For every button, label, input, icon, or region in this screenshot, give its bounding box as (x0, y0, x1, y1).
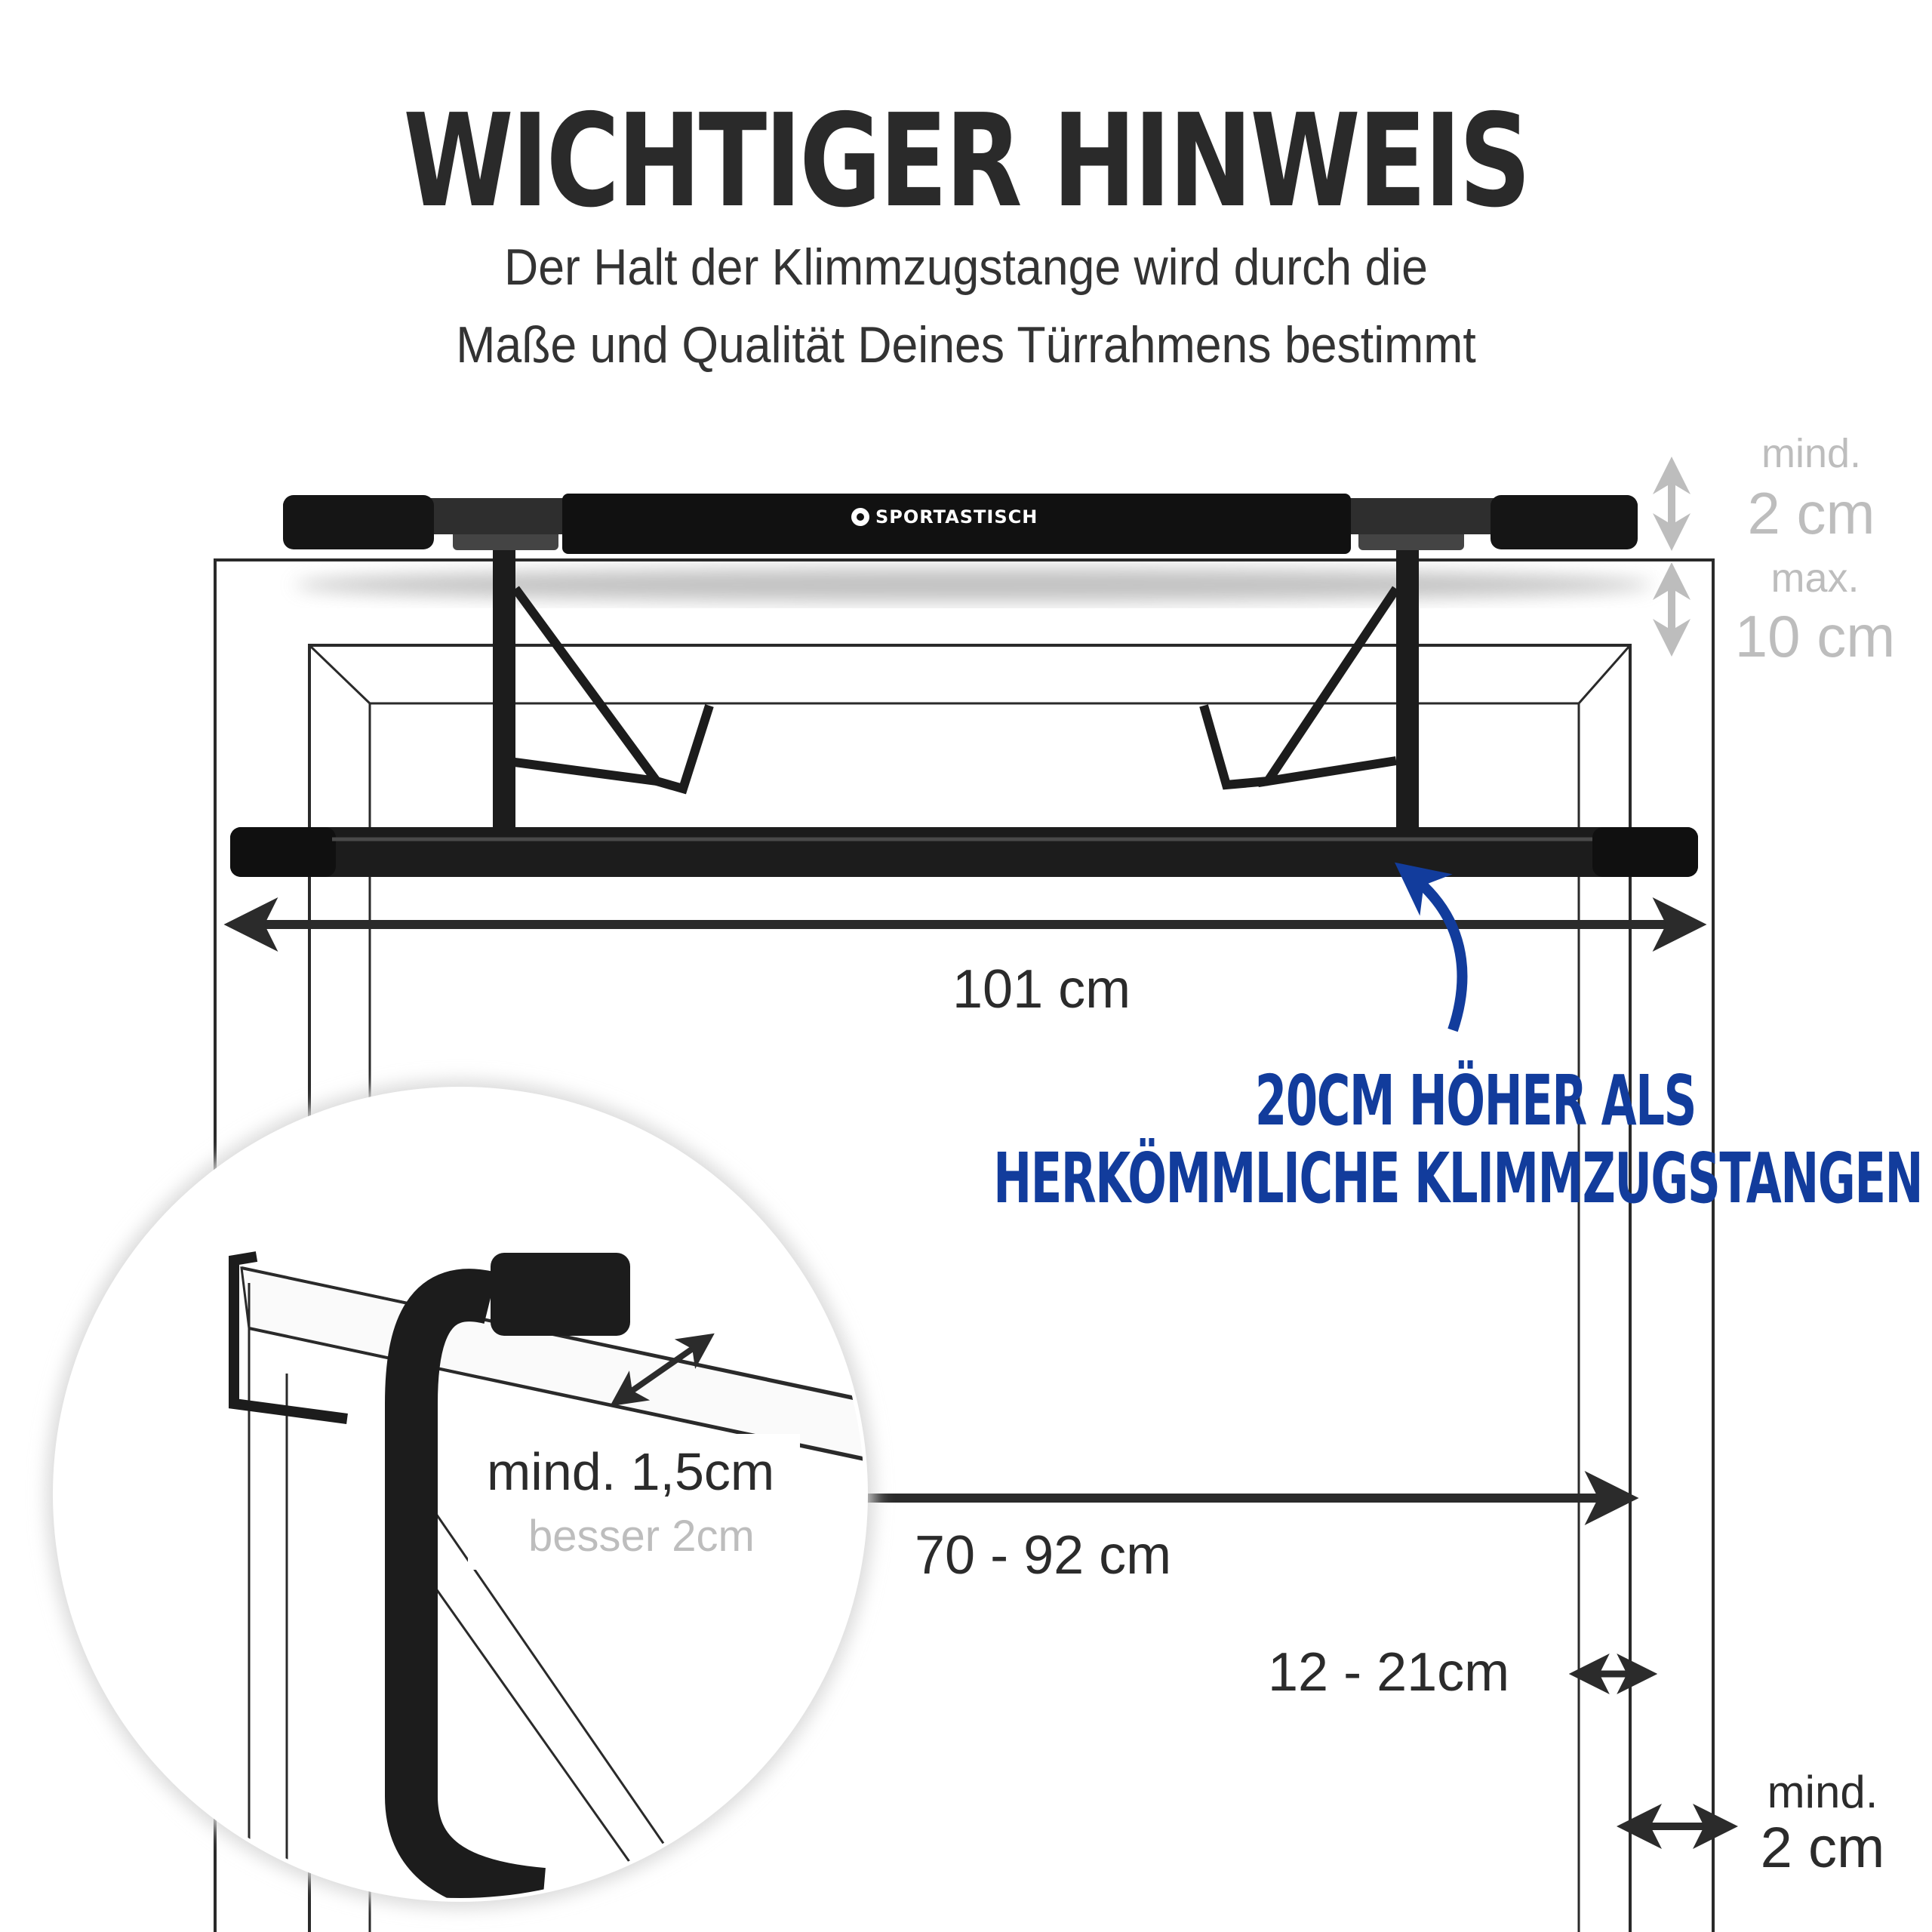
higher-pointer-arrow (1394, 862, 1468, 1032)
hook-min-label: mind. 1,5cm (487, 1442, 775, 1501)
height-max-value: 10 cm (1734, 603, 1896, 669)
height-max-prefix: max. (1770, 555, 1860, 601)
door-width-label: 70 - 92 cm (915, 1525, 1172, 1586)
height-min-value: 2 cm (1747, 480, 1875, 546)
hook-better-label: besser 2cm (528, 1512, 755, 1561)
brand-label: SPORTASTISCH (875, 506, 1038, 528)
hook-detail-lens (47, 1081, 874, 1908)
frame-margin-value: 2 cm (1760, 1816, 1885, 1880)
higher-callout-line-1: 20CM HÖHER ALS (1254, 1060, 1697, 1141)
page-title: WICHTIGER HINWEIS (403, 87, 1531, 236)
height-min-prefix: mind. (1761, 431, 1862, 476)
frame-margin-prefix: mind. (1767, 1767, 1878, 1817)
frame-depth-label: 12 - 21cm (1268, 1642, 1510, 1703)
pull-up-bar (230, 494, 1698, 877)
higher-callout-line-2: HERKÖMMLICHE KLIMMZUGSTANGEN (993, 1138, 1923, 1219)
subtitle-line-1: Der Halt der Klimmzugstange wird durch d… (504, 238, 1428, 296)
subtitle-line-2: Maße und Qualität Deines Türrahmens best… (456, 316, 1476, 374)
bar-length-label: 101 cm (952, 959, 1131, 1020)
